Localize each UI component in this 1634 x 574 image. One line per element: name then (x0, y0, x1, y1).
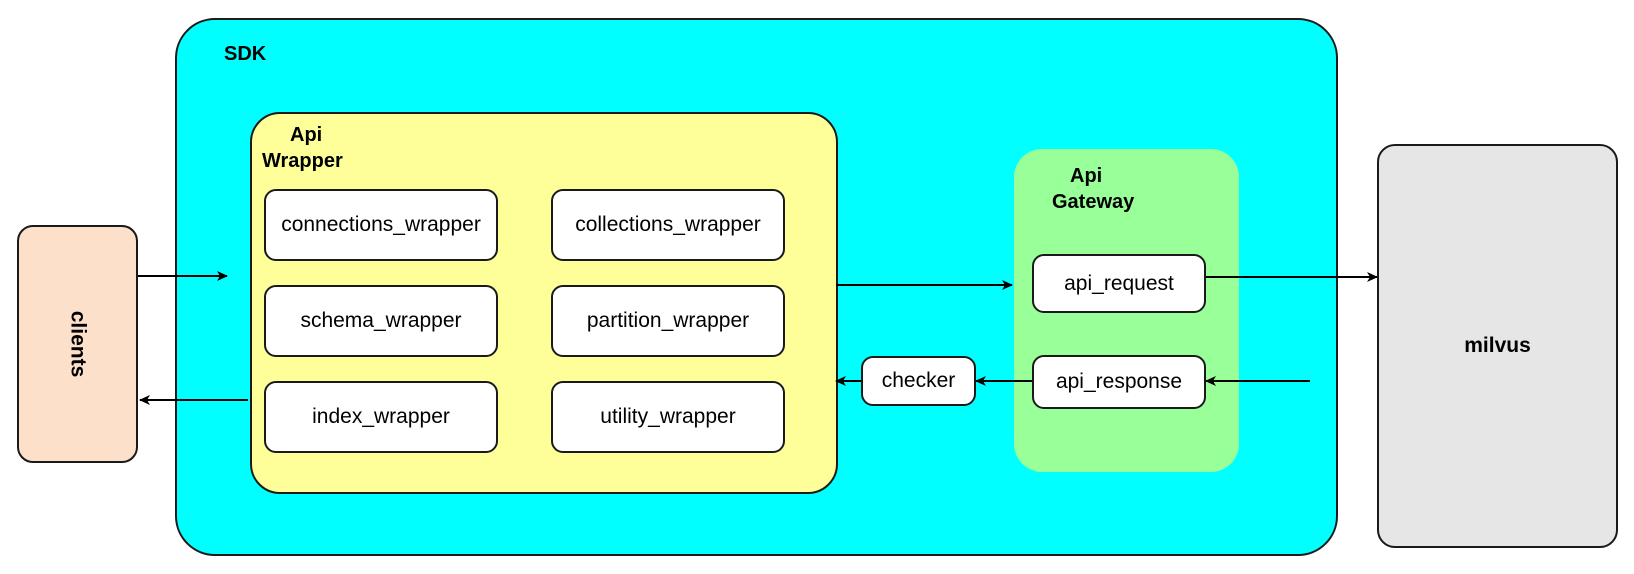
node-schema-wrapper-label: schema_wrapper (300, 309, 462, 332)
node-api-request[interactable]: api_request (1032, 254, 1206, 313)
container-api-gateway-title: Api Gateway (1052, 165, 1135, 213)
node-clients-label: clients (66, 310, 90, 378)
container-api-wrapper-title: Api Wrapper (262, 124, 343, 172)
node-partition-wrapper[interactable]: partition_wrapper (551, 285, 785, 357)
node-collections-wrapper-label: collections_wrapper (575, 213, 761, 236)
node-utility-wrapper-label: utility_wrapper (600, 405, 736, 428)
node-milvus-label: milvus (1464, 334, 1531, 357)
node-connections-wrapper[interactable]: connections_wrapper (264, 189, 498, 261)
node-index-wrapper[interactable]: index_wrapper (264, 381, 498, 453)
node-partition-wrapper-label: partition_wrapper (586, 309, 750, 332)
node-index-wrapper-label: index_wrapper (312, 405, 450, 428)
node-api-request-label: api_request (1064, 271, 1174, 295)
node-checker-label: checker (881, 369, 956, 392)
node-checker[interactable]: checker (861, 356, 976, 406)
container-sdk-title: SDK (224, 43, 267, 65)
node-milvus[interactable]: milvus (1377, 144, 1618, 548)
node-utility-wrapper[interactable]: utility_wrapper (551, 381, 785, 453)
node-connections-wrapper-label: connections_wrapper (281, 213, 481, 236)
node-collections-wrapper[interactable]: collections_wrapper (551, 189, 785, 261)
node-api-response[interactable]: api_response (1032, 355, 1206, 409)
node-api-response-label: api_response (1055, 370, 1183, 393)
node-schema-wrapper[interactable]: schema_wrapper (264, 285, 498, 357)
node-clients[interactable]: clients (17, 225, 138, 463)
